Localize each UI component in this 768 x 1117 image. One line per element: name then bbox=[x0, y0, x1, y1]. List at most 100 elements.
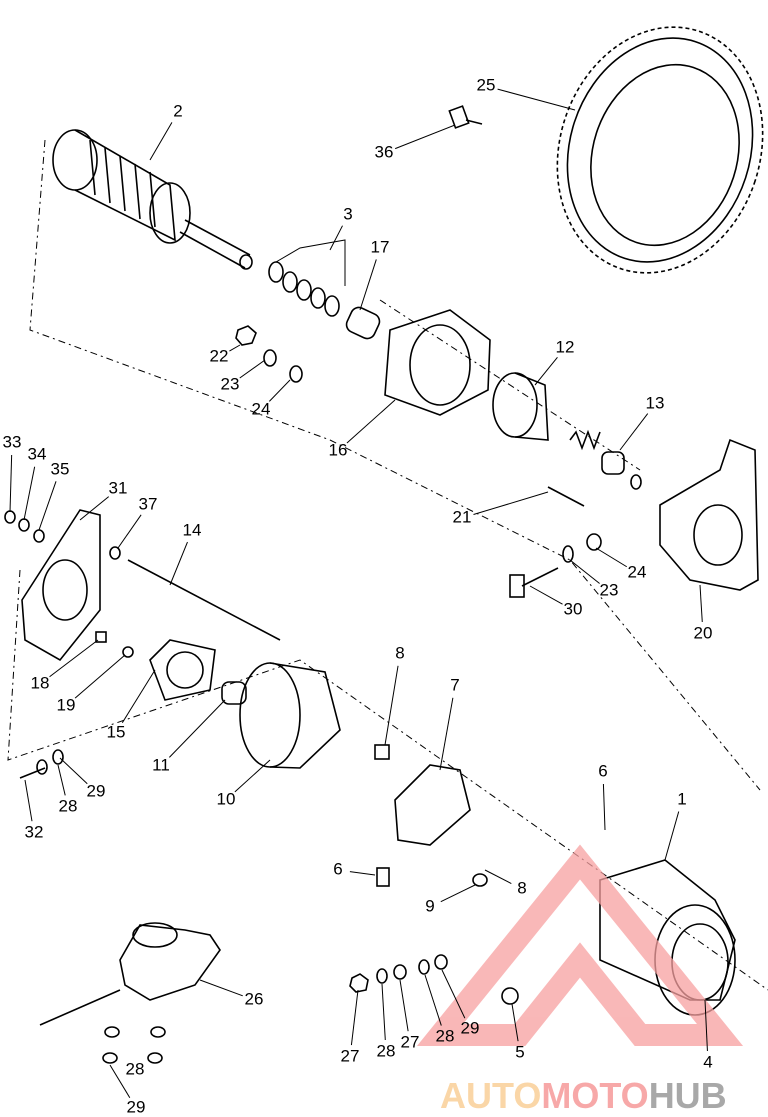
armature bbox=[52, 129, 253, 270]
callout-leader-line bbox=[441, 969, 466, 1019]
callout-label-28: 28 bbox=[59, 796, 78, 815]
callout-label-1: 1 bbox=[677, 789, 686, 808]
callout-label-16: 16 bbox=[329, 440, 348, 459]
callout-label-21: 21 bbox=[453, 507, 472, 526]
callout-leader-line bbox=[704, 999, 708, 1052]
callout-leader-line bbox=[329, 225, 343, 251]
callout-label-24: 24 bbox=[628, 562, 647, 581]
callout-label-10: 10 bbox=[217, 789, 236, 808]
callout-label-31: 31 bbox=[109, 478, 128, 497]
callout-label-8: 8 bbox=[395, 643, 404, 662]
callout-label-18: 18 bbox=[31, 673, 50, 692]
callout-label-23: 23 bbox=[600, 580, 619, 599]
callout-label-28: 28 bbox=[126, 1059, 145, 1078]
watermark-text: AUTOMOTOHUB bbox=[440, 1075, 727, 1116]
callout-leader-line bbox=[511, 1003, 519, 1042]
callout-label-32: 32 bbox=[25, 822, 44, 841]
callout-leader-line bbox=[619, 413, 649, 451]
callout-leader-line bbox=[24, 779, 33, 822]
hardware-washers bbox=[4, 510, 519, 1064]
callout-leader-line bbox=[699, 584, 703, 623]
pinion-gear bbox=[492, 372, 549, 441]
callout-leader-line bbox=[59, 757, 88, 785]
bearing-housing bbox=[149, 639, 216, 701]
callout-leader-line bbox=[439, 697, 454, 771]
callout-leader-line bbox=[79, 496, 110, 521]
through-bolt bbox=[127, 559, 281, 641]
callout-leader-line bbox=[239, 359, 266, 379]
nut-9 bbox=[472, 873, 488, 887]
callout-leader-line bbox=[569, 559, 600, 584]
callout-label-2: 2 bbox=[173, 101, 182, 120]
callout-leader-line bbox=[169, 541, 188, 586]
callout-label-28: 28 bbox=[436, 1026, 455, 1045]
nut-washers bbox=[235, 325, 303, 383]
callout-label-3: 3 bbox=[343, 204, 352, 223]
callout-leader-line bbox=[168, 699, 226, 758]
callout-label-37: 37 bbox=[139, 494, 158, 513]
brush-plate bbox=[374, 744, 471, 846]
callout-leader-line bbox=[9, 454, 13, 513]
end-cap bbox=[239, 662, 341, 769]
mounting-plate bbox=[21, 509, 101, 662]
callout-label-35: 35 bbox=[51, 459, 70, 478]
callout-label-5: 5 bbox=[515, 1042, 524, 1061]
callout-leader-line bbox=[359, 259, 377, 311]
callout-label-11: 11 bbox=[152, 755, 170, 774]
callout-label-27: 27 bbox=[341, 1046, 360, 1065]
callout-label-34: 34 bbox=[28, 444, 47, 463]
callout-label-29: 29 bbox=[127, 1097, 146, 1116]
callout-label-29: 29 bbox=[87, 781, 106, 800]
callout-label-15: 15 bbox=[107, 722, 126, 741]
callout-label-36: 36 bbox=[375, 142, 394, 161]
callout-leader-line bbox=[229, 344, 241, 352]
callout-label-6: 6 bbox=[598, 761, 607, 780]
spring-collar bbox=[569, 429, 642, 490]
callout-leader-line bbox=[199, 979, 243, 997]
callout-leader-line bbox=[534, 357, 558, 386]
callout-label-13: 13 bbox=[646, 393, 665, 412]
callout-label-12: 12 bbox=[556, 337, 575, 356]
callout-label-6: 6 bbox=[333, 859, 342, 878]
assembly-centerlines bbox=[7, 139, 768, 991]
watermark-logo: AUTOMOTOHUB bbox=[416, 844, 744, 1116]
callout-leader-line bbox=[346, 399, 396, 444]
brush-6 bbox=[376, 867, 390, 887]
callout-label-22: 22 bbox=[210, 346, 229, 365]
callout-leader-line bbox=[595, 547, 628, 568]
callout-leader-line bbox=[57, 764, 66, 796]
callout-leader-line bbox=[38, 481, 57, 531]
callout-label-8: 8 bbox=[517, 878, 526, 897]
callout-leader-line bbox=[349, 871, 376, 876]
callout-labels: 2253631722232412131633343531371421242330… bbox=[3, 75, 713, 1116]
callout-label-27: 27 bbox=[401, 1032, 420, 1051]
watermark-auto: AUTO bbox=[440, 1075, 541, 1116]
callout-label-17: 17 bbox=[371, 237, 390, 256]
callout-leader-line bbox=[497, 88, 576, 111]
callout-leader-line bbox=[149, 122, 173, 161]
bushing-11 bbox=[221, 681, 247, 705]
callout-leader-line bbox=[234, 759, 271, 793]
callout-leader-line bbox=[268, 379, 291, 402]
callout-leader-line bbox=[664, 811, 680, 861]
callout-leader-line bbox=[117, 514, 142, 549]
callout-leader-line bbox=[424, 974, 442, 1026]
callout-label-28: 28 bbox=[377, 1041, 396, 1060]
callout-leader-line bbox=[350, 989, 359, 1046]
watermark-hub: HUB bbox=[649, 1075, 727, 1116]
callout-leader-line bbox=[109, 1064, 131, 1098]
callout-leader-line bbox=[473, 491, 549, 516]
callout-leader-line bbox=[121, 669, 156, 724]
bushing-17 bbox=[345, 306, 381, 340]
callout-label-23: 23 bbox=[221, 374, 240, 393]
bolt-36 bbox=[448, 105, 483, 129]
solenoid bbox=[39, 922, 221, 1026]
bolt-30 bbox=[509, 533, 602, 598]
callout-label-33: 33 bbox=[3, 432, 22, 451]
callout-leader-line bbox=[384, 665, 399, 746]
stud-21 bbox=[547, 486, 585, 507]
motor-frame bbox=[599, 859, 736, 1016]
callout-label-9: 9 bbox=[425, 896, 434, 915]
callout-leader-line bbox=[74, 654, 126, 699]
